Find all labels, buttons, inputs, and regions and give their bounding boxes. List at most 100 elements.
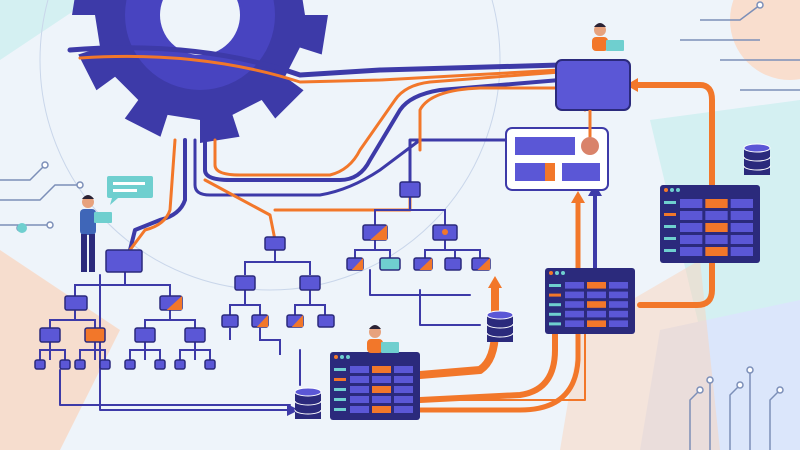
dashboard-label-line (549, 322, 561, 326)
arrow-head (287, 404, 299, 416)
dashboard-cell (587, 282, 606, 289)
circuit-node (76, 181, 84, 189)
body (592, 37, 608, 51)
node-box (444, 257, 462, 271)
flow-card (505, 127, 609, 191)
person-with-laptop-icon (80, 195, 112, 272)
tree-node (379, 257, 401, 271)
tree-node (74, 359, 86, 370)
node-box (399, 181, 421, 198)
circuit-node (46, 221, 54, 229)
pipe (417, 197, 581, 413)
pipe (78, 54, 562, 84)
dashboard-cell (587, 301, 606, 308)
dashboard-cell (394, 396, 413, 403)
laptop (606, 40, 624, 51)
node-box (39, 327, 61, 343)
dashboard-label-line (334, 398, 346, 401)
window-dot (549, 271, 553, 275)
dashboard-cell (705, 247, 728, 256)
node-box (234, 275, 256, 291)
node-box (317, 314, 335, 328)
dashboard-cell (609, 291, 628, 299)
database-icon (294, 387, 322, 419)
circuit-node (41, 161, 49, 169)
dashboard-cell (350, 376, 369, 383)
tree-node (299, 275, 321, 291)
dashboard-label-line (334, 368, 346, 371)
dashboard-label-line (549, 303, 561, 307)
pipe (273, 188, 412, 212)
tree-node (264, 236, 286, 251)
leg (89, 234, 95, 272)
circuit-node (746, 366, 754, 374)
circuit-trace (0, 164, 46, 181)
leg (81, 234, 87, 272)
hair (594, 23, 606, 27)
window-dot (555, 271, 559, 275)
tree-node (221, 314, 239, 328)
dashboard-cell (350, 366, 369, 373)
tree-node (64, 295, 88, 311)
dashboard-cell (565, 291, 584, 299)
dashboard-icon (545, 268, 635, 334)
pipe (213, 70, 562, 177)
tree-node (184, 327, 206, 343)
dashboard-cell (350, 396, 369, 403)
bubble (107, 176, 153, 198)
tree-edge (39, 272, 211, 360)
node-accent (166, 296, 182, 310)
dashboard-cell (705, 199, 728, 208)
tree-node (286, 314, 304, 328)
dashboard-icon (330, 352, 420, 420)
node-accent (477, 258, 490, 270)
dashboard-cell (372, 386, 391, 393)
node-box (105, 249, 143, 273)
node-accent (419, 258, 432, 270)
tree-node (204, 359, 216, 370)
tree-node (317, 314, 335, 328)
dashboard-cell (350, 386, 369, 393)
window-dot (334, 355, 338, 359)
tree-node (471, 257, 491, 271)
tree-node (174, 359, 186, 370)
pipe (418, 86, 587, 152)
dashboard-cell (609, 310, 628, 318)
tree-edge (354, 197, 481, 258)
dashboard-label-line (334, 408, 346, 411)
card-circle (581, 137, 599, 155)
node-box (84, 327, 106, 343)
pipe (419, 304, 586, 401)
node-accent (351, 258, 363, 270)
card-block (545, 163, 555, 181)
dashboard-cell (372, 366, 391, 373)
dashboard-cell (609, 320, 628, 327)
tree-node (59, 359, 71, 370)
dashboard-cell (680, 235, 703, 244)
circuit-trace (700, 4, 761, 21)
dashboard-label-line (549, 312, 561, 316)
tree-node (362, 224, 388, 241)
server-box (555, 59, 631, 111)
window-dot (664, 188, 668, 192)
circuit-node (706, 376, 714, 384)
dashboard-cell (730, 247, 753, 256)
dashboard-cell (394, 406, 413, 413)
hair (82, 195, 94, 199)
database-icon (486, 310, 514, 342)
node-box (64, 295, 88, 311)
pipe (369, 269, 471, 296)
node-box (74, 359, 86, 370)
tree-node (124, 359, 136, 370)
dashboard-cell (394, 376, 413, 383)
dashboard-cell (565, 301, 584, 308)
bubble-tail (110, 198, 118, 205)
database-icon (743, 143, 771, 175)
tree-node (34, 359, 46, 370)
node-box (184, 327, 206, 343)
pipe (203, 178, 277, 242)
dashboard-cell (609, 301, 628, 308)
tree-node (251, 314, 269, 328)
card-block (562, 163, 600, 181)
tree-node (399, 181, 421, 198)
